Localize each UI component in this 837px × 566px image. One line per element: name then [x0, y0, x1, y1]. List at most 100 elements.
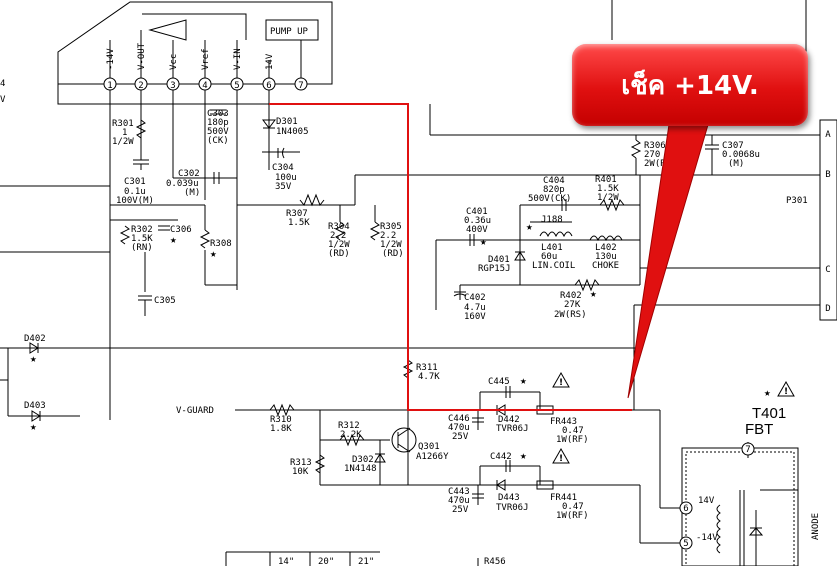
r313-label: R313	[290, 458, 312, 468]
d301-label: D301	[276, 117, 298, 127]
ic-amplifier-symbol	[148, 19, 187, 41]
t401-tap-label: -14V	[696, 533, 718, 543]
fbt-label: FBT	[745, 421, 773, 438]
c301-value: 0.1u	[124, 187, 146, 197]
r301-rating: 1/2W	[112, 137, 134, 147]
t401-label: T401	[752, 405, 786, 422]
d442-label: D442	[498, 415, 520, 425]
c404-label: C404	[543, 176, 565, 186]
c402-rating: 160V	[464, 312, 486, 322]
svg-text:★: ★	[170, 233, 177, 246]
c404-value: 820p	[543, 185, 565, 195]
r301-label: R301	[112, 119, 134, 129]
callout-text: เช็ค +14V.	[621, 70, 759, 101]
d302-part: 1N4148	[344, 464, 377, 474]
c401-rating: 400V	[466, 225, 488, 235]
c302-label: C302	[178, 169, 200, 179]
r401-label: R401	[595, 175, 617, 185]
r402-rating: 2W(RS)	[554, 310, 587, 320]
r402-label: R402	[560, 291, 582, 301]
r402-value: 27K	[564, 300, 581, 310]
r305-label: R305	[380, 222, 402, 232]
pin-label: V-IN	[233, 48, 243, 70]
c443-rating: 25V	[452, 505, 469, 515]
c303-value: 180p	[207, 118, 229, 128]
q301-label: Q301	[418, 442, 440, 452]
r304-rating: 1/2W	[328, 240, 350, 250]
l402-type: CHOKE	[592, 261, 619, 271]
c443-value: 470u	[448, 496, 470, 506]
c445-label: C445	[488, 377, 510, 387]
svg-text:!: !	[559, 378, 563, 388]
c302-type: (M)	[184, 188, 200, 198]
connector-c: C	[825, 265, 830, 275]
r312-value: 2.2K	[340, 430, 362, 440]
r302-type: (RN)	[131, 243, 153, 253]
fr441-rating: 1W(RF)	[556, 511, 589, 521]
r311-value: 4.7K	[418, 372, 440, 382]
fr441-label: FR441	[550, 493, 577, 503]
r401-value: 1.5K	[597, 184, 619, 194]
pin-label: V-OUT	[137, 42, 147, 70]
c402-label: C402	[464, 293, 486, 303]
r401-rating: 1/2W	[597, 193, 619, 203]
c401-label: C401	[466, 207, 488, 217]
svg-text:★: ★	[590, 287, 597, 300]
c301-rating: 100V(M)	[116, 196, 154, 206]
c307-value: 0.0068u	[722, 150, 760, 160]
q301-part: A1266Y	[416, 452, 449, 462]
r305-value: 2.2	[380, 231, 396, 241]
t401-pin: 7	[745, 445, 750, 455]
warning-triangle-icon	[552, 371, 570, 388]
table-header: 21"	[358, 557, 374, 566]
pin-label: Vref	[201, 48, 211, 70]
d401-part: RGP15J	[478, 264, 511, 274]
svg-text:★: ★	[210, 247, 217, 260]
pin-num: 1	[107, 81, 112, 91]
r308-label: R308	[210, 239, 232, 249]
pin-num: 3	[170, 81, 175, 91]
t401-tap-label: 14V	[698, 496, 715, 506]
warning-triangle-icon	[777, 380, 795, 397]
svg-text:★: ★	[480, 235, 487, 248]
t401-pin: 5	[683, 539, 688, 549]
connector-b: B	[825, 170, 830, 180]
svg-text:★: ★	[526, 220, 533, 233]
c402-value: 4.7u	[464, 303, 486, 313]
c446-label: C446	[448, 414, 470, 424]
r311-label: R311	[416, 363, 438, 373]
c304-rating: 35V	[275, 182, 292, 192]
r302-value: 1.5K	[131, 234, 153, 244]
r306-label: R306	[644, 141, 666, 151]
table-header: 14"	[278, 557, 294, 566]
r302-label: R302	[131, 225, 153, 235]
c304-label: C304	[272, 163, 294, 173]
ic-pump-up-box	[265, 19, 319, 41]
d443-part: TVR06J	[496, 503, 529, 513]
pin-num: 6	[266, 81, 271, 91]
p301-label: P301	[786, 196, 808, 206]
c307-label: C307	[722, 141, 744, 151]
d401-label: D401	[488, 255, 510, 265]
pin-label: 14V	[265, 53, 275, 70]
l402-value: 130u	[595, 252, 617, 262]
pin-num: 2	[138, 81, 143, 91]
c301-label: C301	[124, 177, 146, 187]
l401-value: 60u	[541, 252, 557, 262]
svg-text:!: !	[784, 387, 788, 397]
d403-label: D403	[24, 401, 46, 411]
connector-a: A	[825, 130, 831, 140]
c442-label: C442	[490, 452, 512, 462]
c303-type: (CK)	[207, 136, 229, 146]
pump-up-label: PUMP UP	[270, 27, 309, 37]
connector-d: D	[825, 304, 830, 314]
c307-type: (M)	[728, 159, 744, 169]
j188-label: J188	[541, 215, 563, 225]
c304-value: 100u	[275, 173, 297, 183]
t401-pin: 6	[683, 504, 688, 514]
c306-label: C306	[170, 225, 192, 235]
c443-label: C443	[448, 487, 470, 497]
r305-rating: 1/2W	[380, 240, 402, 250]
r312-label: R312	[338, 421, 360, 431]
v-guard-label: V-GUARD	[176, 406, 214, 416]
